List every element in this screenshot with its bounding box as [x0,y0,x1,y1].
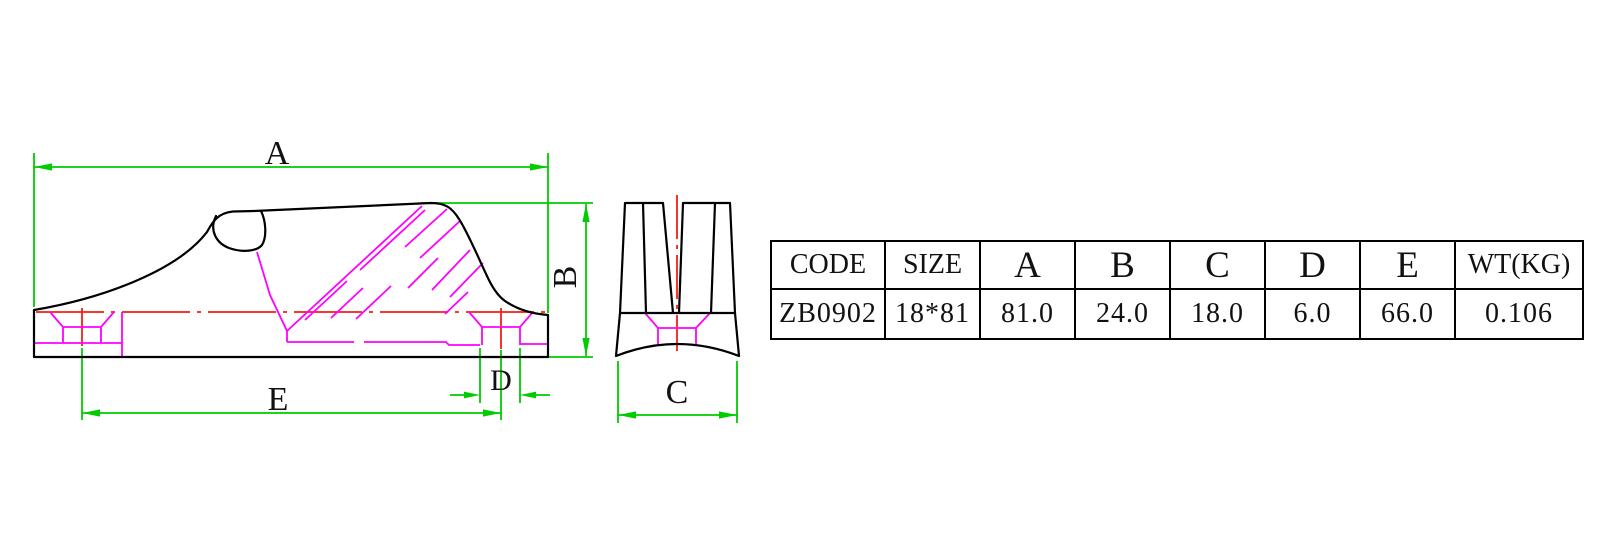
value-e: 66.0 [1359,288,1456,340]
v-groove [256,205,423,342]
spec-table: CODE SIZE A B C D E WT(KG) ZB0902 18*81 … [770,240,1584,340]
hidden-lines [35,205,711,358]
arrow-b-bottom [582,338,590,356]
label-dim-a: A [265,135,290,172]
value-a: 81.0 [979,288,1076,340]
hatch-lines [304,208,484,321]
header-code: CODE [770,240,886,290]
arrow-e-left [82,409,100,417]
header-b: B [1074,240,1171,290]
value-code: ZB0902 [770,288,886,340]
end-view-outline [614,201,741,358]
dim-d-lines [450,348,550,403]
spec-header-row: CODE SIZE A B C D E WT(KG) [770,240,1584,290]
dim-a-lines [33,153,549,313]
header-d: D [1264,240,1361,290]
left-foot-hidden-edges [35,312,123,358]
side-view-outline [32,201,550,359]
value-b: 24.0 [1074,288,1171,340]
value-size: 18*81 [884,288,981,340]
arrow-e-right [483,409,501,417]
arrow-a-right [530,163,548,171]
label-dim-c: C [666,374,689,411]
spec-value-row: ZB0902 18*81 81.0 24.0 18.0 6.0 66.0 0.1… [770,288,1584,340]
outlines [32,201,741,359]
dimension-arrows [34,163,737,419]
arrow-d-right [520,391,536,399]
arrow-c-left [618,411,636,419]
right-countersink [468,311,534,345]
dim-e-lines [81,348,502,420]
header-weight: WT(KG) [1454,240,1584,290]
bottom-hidden-line [287,341,547,346]
label-dim-b: B [547,266,584,289]
dim-b-lines [420,202,593,358]
arrow-a-left [34,163,52,171]
arrow-b-top [582,204,590,222]
left-countersink [49,311,115,343]
dimension-labels: A B C D E [265,135,689,418]
header-a: A [979,240,1076,290]
label-dim-e: E [268,381,289,418]
dim-c-lines [617,361,738,423]
header-c: C [1169,240,1266,290]
rope-guide-knob [212,209,267,252]
value-c: 18.0 [1169,288,1266,340]
header-size: SIZE [884,240,981,290]
arrow-d-left [464,391,480,399]
header-e: E [1359,240,1456,290]
dimension-lines [33,153,738,423]
arrow-c-right [719,411,737,419]
end-view-countersink [644,312,711,346]
label-dim-d: D [490,364,512,397]
value-d: 6.0 [1264,288,1361,340]
value-weight: 0.106 [1454,288,1584,340]
